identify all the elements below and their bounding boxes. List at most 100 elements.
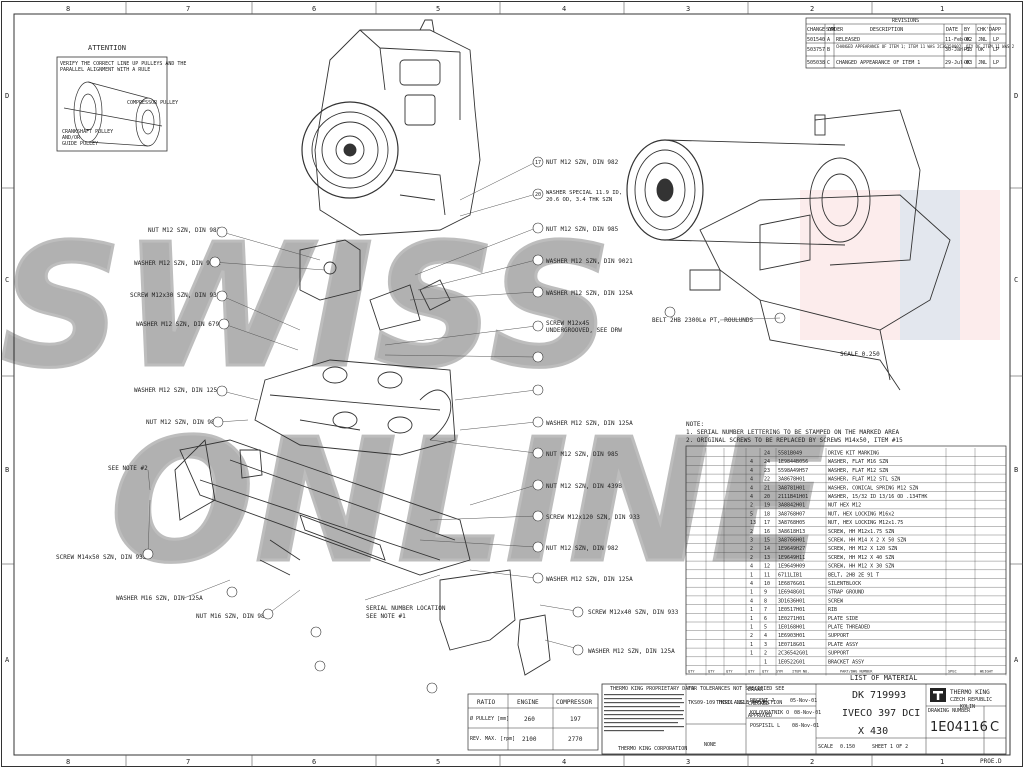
- bom-cell: WASHER, FLAT M16 SZN: [828, 459, 888, 465]
- zone-label: 5: [436, 758, 440, 766]
- balloon-number: 20: [535, 192, 541, 198]
- bom-header: QTY: [762, 670, 769, 674]
- callout-label: WASHER M12 SZN, DIN 9021: [546, 258, 633, 265]
- rev-header: CHK'D: [977, 27, 992, 33]
- callout-label: WASHER M12 SZN, DIN 6798: [136, 321, 223, 328]
- item-balloon: [532, 572, 544, 584]
- bom-cell: 3A8678H01: [778, 477, 805, 483]
- callout-label: WASHER SPECIAL 11.9 ID,: [546, 190, 622, 196]
- item-balloon: [310, 626, 322, 638]
- bom-cell: 1: [750, 625, 753, 631]
- callout-label: SCREW M14x50 SZN, DIN 933: [56, 554, 147, 561]
- bom-cell: 1: [764, 659, 767, 665]
- approved-date: 08-Nov-01: [792, 723, 819, 729]
- item-balloon: [532, 447, 544, 459]
- title-block: THERMO KING PROPRIETARY DATA THERMO KING…: [601, 683, 1007, 765]
- item-balloon: [532, 510, 544, 522]
- bom-cell: SCREW, HH M12x1.75 SZN: [828, 529, 894, 535]
- bom-cell: WASHER, FLAT M12 STL SZN: [828, 477, 900, 483]
- item-balloon: [532, 384, 544, 396]
- bom-cell: 1: [750, 642, 753, 648]
- bom-header: QTY: [708, 670, 715, 674]
- zone-label: B: [5, 466, 9, 474]
- bom-cell: 13: [764, 555, 770, 561]
- bom-cell: WASHER, FLAT M12 SZN: [828, 468, 888, 474]
- bom-cell: 4: [750, 494, 753, 500]
- item-balloon: [216, 226, 228, 238]
- zone-label: A: [1014, 656, 1019, 664]
- bom-cell: 6: [764, 616, 767, 622]
- svg-text:CHANGED APPEARANCE OF ITEM 1: CHANGED APPEARANCE OF ITEM 1: [836, 60, 920, 66]
- svg-text:B: B: [827, 47, 830, 53]
- zone-label: 2: [810, 5, 814, 13]
- belt-label: BELT 2HB 2300Le PT, ROULUNDS: [652, 317, 754, 324]
- zone-label: 8: [66, 758, 70, 766]
- bom-header: QTY: [688, 670, 695, 674]
- svg-text:RELEASED: RELEASED: [836, 37, 860, 43]
- zone-label: C: [1014, 276, 1018, 284]
- bom-cell: 24: [764, 459, 770, 465]
- rev-header: DATE: [946, 27, 958, 33]
- bom-cell: 18: [764, 511, 770, 517]
- right-zone-labels: D C B A: [1014, 92, 1019, 664]
- ratio-header: RATIO: [477, 699, 495, 706]
- zone-label: 4: [562, 758, 566, 766]
- drawn-label: DRAWN: [748, 687, 763, 693]
- callout-label: SCREW M12x120 SZN, DIN 933: [546, 514, 640, 521]
- zone-label: 3: [686, 758, 690, 766]
- bom-cell: 5581B049: [778, 451, 802, 457]
- bom-cell: 5: [764, 625, 767, 631]
- bom-cell: 11: [764, 572, 770, 578]
- zone-label: 1: [940, 5, 944, 13]
- item-balloon-numbers: 17 20: [535, 160, 541, 198]
- drawn-date: 05-Nov-01: [790, 698, 817, 704]
- bom-header: SYM: [776, 670, 783, 674]
- callout-label: WASHER M12 SZN, DIN 125A: [134, 387, 221, 394]
- bom-cell: 1: [750, 607, 753, 613]
- bom-cell: SUPPORT: [828, 651, 849, 657]
- watermark-text: SWISS: [0, 208, 612, 406]
- item-balloon: [532, 222, 544, 234]
- bom-header: QTY: [748, 670, 755, 674]
- bom-cell: BELT, 2HB 2E 91 T: [828, 572, 879, 578]
- bom-cell: 1E9649H11: [778, 555, 805, 561]
- callout-label: SCREW M12x30 SZN, DIN 933: [130, 292, 221, 299]
- attention-title: ATTENTION: [88, 44, 126, 52]
- callout-label: NUT M12 SZN, DIN 985: [146, 419, 219, 426]
- pulley-alignment-figure: [63, 81, 163, 147]
- bom-cell: NUT, HEX LOCKING M16x2: [828, 511, 894, 517]
- callout-label: NUT M16 SZN, DIN 982: [196, 613, 269, 620]
- item-balloon: [532, 254, 544, 266]
- callout-label: SCREW M12x45: [546, 320, 590, 327]
- ratio-value: 260: [524, 716, 535, 723]
- drawing-title-2: IVECO 397 DCI: [842, 708, 920, 719]
- item-balloons-left: [142, 226, 438, 694]
- bom-cell: 4: [750, 477, 753, 483]
- bom-cell: 4: [750, 459, 753, 465]
- bom-cell: 1E9649H27: [778, 546, 805, 552]
- callout-label: NUT M12 SZN, DIN 982: [148, 227, 221, 234]
- svg-text:OK: OK: [964, 60, 970, 66]
- proprietary-text-block: [604, 694, 684, 732]
- zone-label: 5: [436, 5, 440, 13]
- zone-label: C: [5, 276, 9, 284]
- callout-label: WASHER M12 SZN, DIN 125A: [546, 576, 633, 583]
- checked-by: KOLOVRATNIK O: [750, 710, 789, 716]
- callout-label: WASHER M12 SZN, DIN 9021: [134, 260, 221, 267]
- zone-label: 3: [686, 5, 690, 13]
- callout-labels-right: NUT M12 SZN, DIN 982 WASHER SPECIAL 11.9…: [546, 159, 679, 655]
- rev-header: CHANGE ORDER: [807, 27, 844, 33]
- checked-label: CHECKED: [748, 701, 769, 707]
- bom-cell: 4: [750, 581, 753, 587]
- bom-cell: 12: [764, 564, 770, 570]
